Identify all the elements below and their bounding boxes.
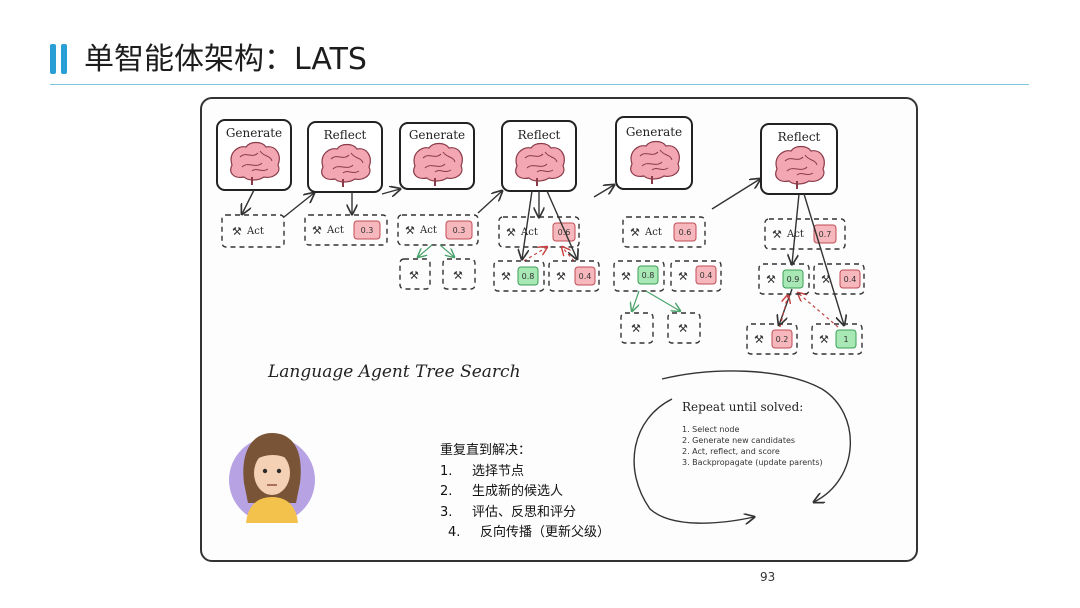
svg-text:0.4: 0.4 [579,272,592,281]
repeat-step-4: 3. Backpropagate (update parents) [682,458,823,467]
repeat-step-1: 1. Select node [682,425,739,434]
stage-reflect-3: Reflect [760,123,838,195]
candidate-node-6d: ⚒ 1 [811,323,863,355]
svg-text:1: 1 [843,335,848,344]
act-node-4: ⚒ Act 0.6 [498,216,580,248]
notes-item-1: 1.选择节点 [440,463,525,479]
slide-title: 单智能体架构：LATS [84,42,367,77]
tool-icon: ⚒ [631,322,641,335]
svg-text:Act: Act [419,225,437,236]
candidate-node-6c: ⚒ 0.2 [746,323,798,355]
act-node-6: ⚒ Act 0.7 [764,218,846,250]
svg-text:0.6: 0.6 [679,228,692,237]
svg-text:Act: Act [326,225,344,236]
svg-text:Generate: Generate [626,125,682,139]
candidate-node-3a: ⚒ [399,258,431,290]
svg-text:Act: Act [644,227,662,238]
chinese-notes: 重复直到解决： 1.选择节点 2.生成新的候选人 3.评估、反思和评分 4.反向… [440,441,610,544]
title-divider [50,84,1029,85]
svg-text:0.8: 0.8 [642,271,655,280]
notes-item-3: 3.评估、反思和评分 [440,504,577,520]
svg-text:Reflect: Reflect [324,128,367,142]
svg-text:Generate: Generate [409,128,465,142]
repeat-title: Repeat until solved: [682,400,803,414]
candidate-node-5c: ⚒ [620,312,654,344]
tool-icon: ⚒ [821,273,831,286]
tool-icon: ⚒ [678,270,688,283]
svg-text:Reflect: Reflect [518,128,561,142]
stage-generate-2: Generate [399,122,475,190]
lats-diagram: Generate ⚒ Act Reflect ⚒ Act 0.3 Generat… [216,116,865,560]
avatar-woman [229,433,315,523]
svg-text:0.3: 0.3 [361,226,374,235]
candidate-node-5d: ⚒ [667,312,701,344]
lats-name: Language Agent Tree Search [267,362,521,382]
act-node-1: ⚒ Act [221,214,285,248]
candidate-node-6b: ⚒ 0.4 [813,263,865,295]
tool-icon: ⚒ [621,270,631,283]
svg-text:0.2: 0.2 [776,335,789,344]
act-node-2: ⚒ Act 0.3 [304,214,388,246]
tool-icon: ⚒ [772,228,782,241]
stage-reflect-1: Reflect [307,121,383,193]
candidate-node-3b: ⚒ [442,258,476,290]
svg-text:0.9: 0.9 [787,275,800,284]
notes-item-2: 2.生成新的候选人 [440,484,564,499]
tool-icon: ⚒ [678,322,688,335]
tool-icon: ⚒ [453,269,463,282]
candidate-node-4b: ⚒ 0.4 [548,260,600,292]
notes-heading: 重复直到解决： [440,443,532,458]
svg-text:0.3: 0.3 [453,226,466,235]
candidate-node-5a: ⚒ 0.8 [613,260,665,292]
tool-icon: ⚒ [501,270,511,283]
svg-text:0.4: 0.4 [844,275,857,284]
diagram-frame: Generate ⚒ Act Reflect ⚒ Act 0.3 Generat… [200,97,918,562]
act-node-5: ⚒ Act 0.6 [622,216,706,248]
stage-generate-3: Generate [615,116,693,190]
svg-text:Act: Act [246,226,264,237]
tool-icon: ⚒ [409,269,419,282]
tool-icon: ⚒ [312,224,322,237]
svg-text:Reflect: Reflect [778,130,821,144]
tool-icon: ⚒ [556,270,566,283]
tool-icon: ⚒ [819,333,829,346]
tool-icon: ⚒ [754,333,764,346]
act-node-3: ⚒ Act 0.3 [397,214,479,246]
stage-generate-1-label: Generate [226,126,282,140]
notes-item-4: 4.反向传播（更新父级） [448,525,611,540]
svg-text:Act: Act [520,227,538,238]
svg-text:0.8: 0.8 [522,272,535,281]
repeat-step-3: 2. Act, reflect, and score [682,447,780,456]
candidate-node-4a: ⚒ 0.8 [493,260,545,292]
stage-reflect-2: Reflect [501,120,577,192]
candidate-node-5b: ⚒ 0.4 [670,260,722,292]
svg-text:0.7: 0.7 [819,230,832,239]
svg-text:0.6: 0.6 [558,228,571,237]
tool-icon: ⚒ [506,226,516,239]
page-number: 93 [760,570,776,584]
candidate-node-6a: ⚒ 0.9 [758,263,810,295]
title-accent-bar-1 [50,44,56,74]
tool-icon: ⚒ [405,224,415,237]
repeat-loop: Repeat until solved: 1. Select node 2. G… [633,370,852,523]
tool-icon: ⚒ [766,273,776,286]
title-accent-bar-2 [61,44,67,74]
tool-icon: ⚒ [232,225,242,238]
repeat-step-2: 2. Generate new candidates [682,436,795,445]
tool-icon: ⚒ [630,226,640,239]
stage-generate-1: Generate [216,119,292,191]
svg-text:0.4: 0.4 [700,271,713,280]
